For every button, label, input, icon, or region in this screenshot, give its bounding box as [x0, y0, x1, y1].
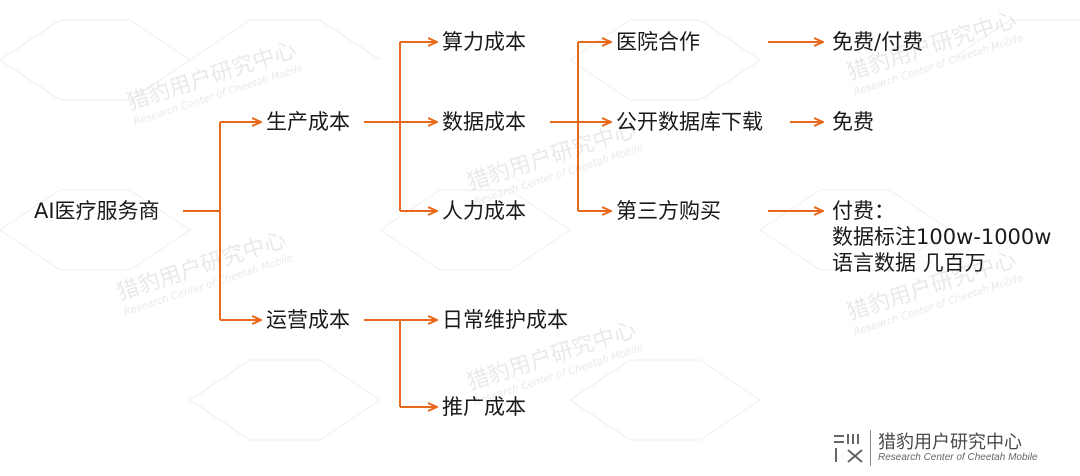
footer-subtitle: Research Center of Cheetah Mobile [878, 452, 1038, 463]
footer-brand: 猎豹用户研究中心 Research Center of Cheetah Mobi… [830, 428, 1060, 468]
operation-cost-node: 运营成本 [266, 308, 350, 332]
paid-line: 数据标注100w-1000w [832, 225, 1052, 249]
free-or-paid-node: 免费/付费 [832, 30, 924, 54]
brand-logo-icon [834, 434, 863, 463]
paid-line: 付费： [832, 199, 895, 223]
paid-detail-node: 付费： 数据标注100w-1000w 语言数据 几百万 [832, 198, 1051, 276]
data-cost-node: 数据成本 [442, 110, 526, 134]
free-node: 免费 [832, 110, 874, 134]
footer-divider [870, 430, 871, 466]
labor-cost-node: 人力成本 [442, 199, 526, 223]
maintenance-cost-node: 日常维护成本 [442, 308, 568, 332]
promotion-cost-node: 推广成本 [442, 395, 526, 419]
footer-name: 猎豹用户研究中心 [878, 432, 1022, 453]
third-party-node: 第三方购买 [616, 199, 721, 223]
hospital-coop-node: 医院合作 [616, 30, 700, 54]
compute-cost-node: 算力成本 [442, 30, 526, 54]
root-node: AI医疗服务商 [34, 199, 160, 223]
production-cost-node: 生产成本 [266, 110, 350, 134]
public-db-node: 公开数据库下载 [616, 110, 763, 134]
paid-line: 语言数据 几百万 [832, 251, 986, 275]
